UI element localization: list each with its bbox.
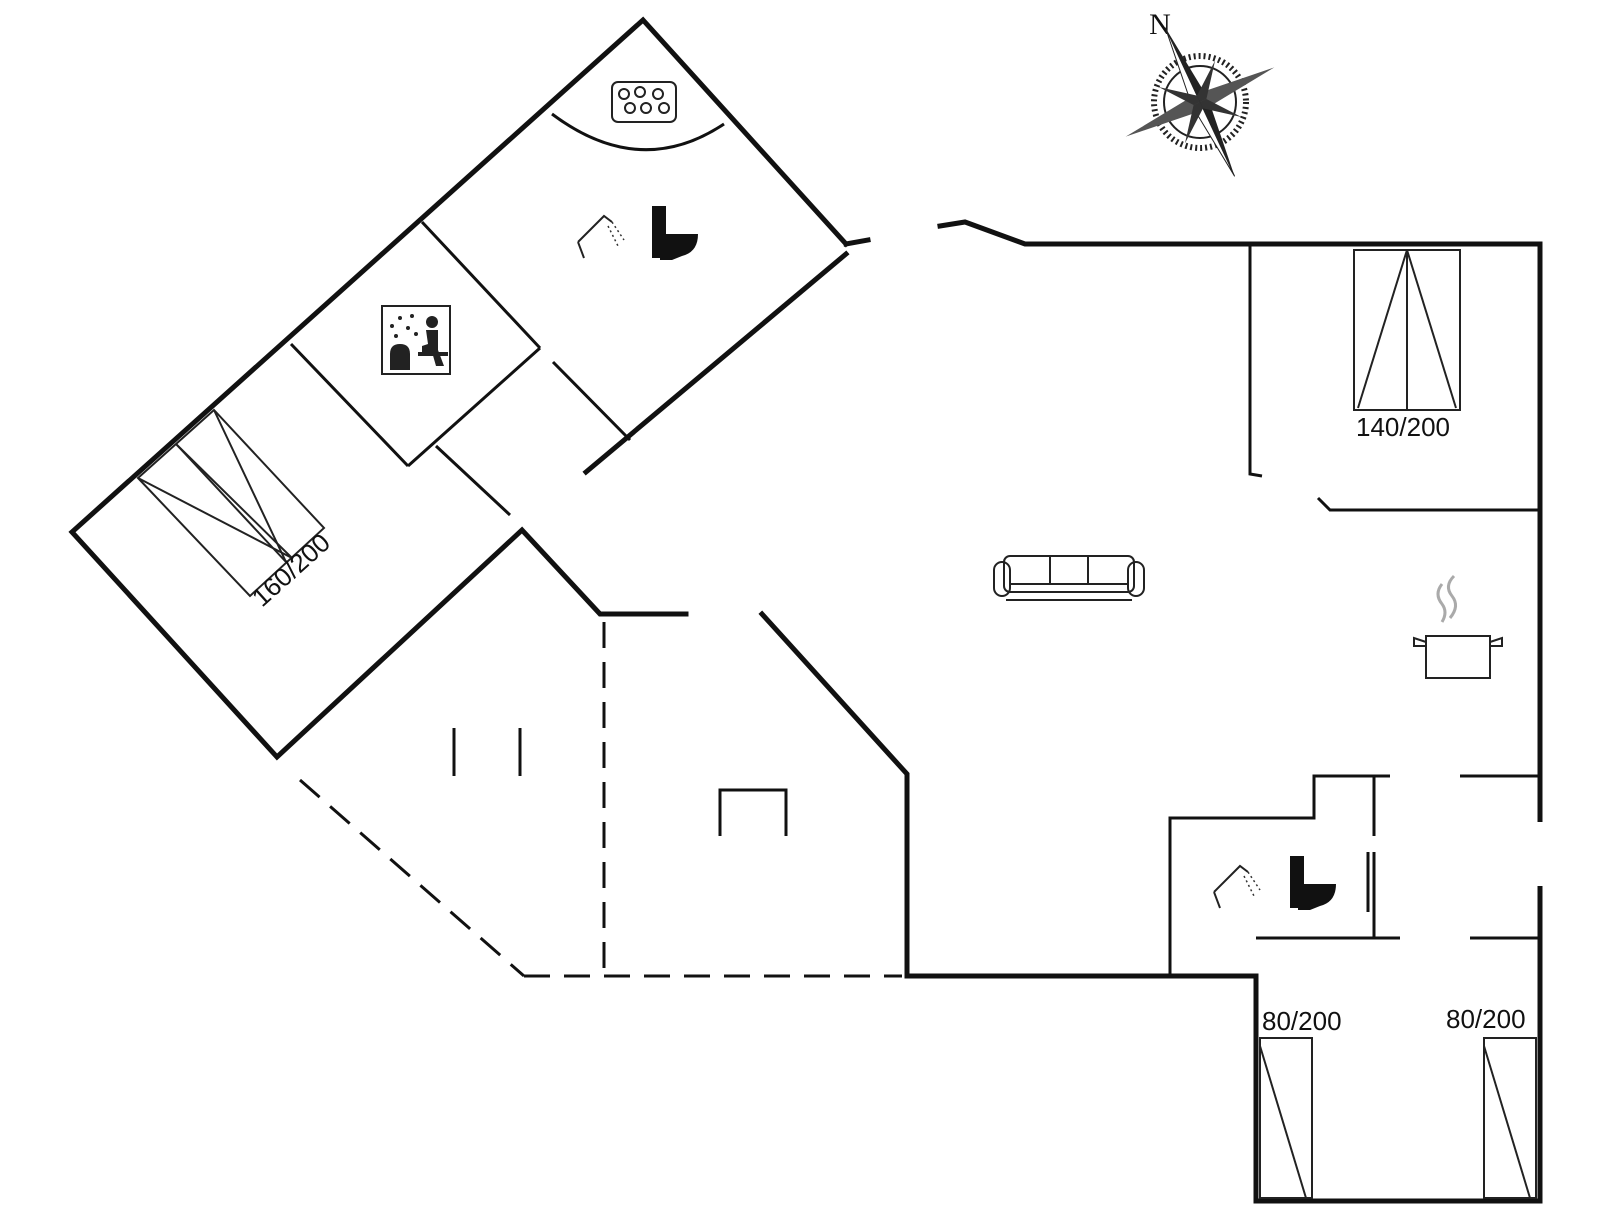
- shower-icon: [1213, 864, 1261, 909]
- terrace-outline: [299, 622, 902, 978]
- sauna-icon: [381, 305, 451, 375]
- top-wall: [758, 219, 1543, 1204]
- bed-140-200: 140/200: [1353, 249, 1461, 442]
- spa-arc: [551, 112, 725, 152]
- divider-sauna-bath: [420, 220, 542, 350]
- bed-label-140-200: 140/200: [1356, 412, 1450, 442]
- divider-hall: [434, 444, 512, 517]
- divider-sauna-hall: [407, 346, 541, 468]
- top-wall-left: [843, 237, 871, 247]
- cooking-pot-icon: [1413, 574, 1503, 679]
- bed-80-200-right: 80/200: [1446, 1004, 1537, 1199]
- sofa-icon: [993, 555, 1145, 601]
- toilet-icon: [1290, 856, 1336, 910]
- hot-tub-icon: [611, 81, 677, 123]
- bed-label-80-200-right: 80/200: [1446, 1004, 1526, 1034]
- divider-sauna-bath-2: [551, 360, 632, 442]
- bed-label-80-200-left: 80/200: [1262, 1006, 1342, 1036]
- diagonal-wing: [68, 16, 850, 761]
- compass-rose-icon: N: [1125, 8, 1275, 177]
- bed-80-200-left: 80/200: [1259, 1006, 1342, 1199]
- bed-160-200: 160/200: [136, 408, 336, 612]
- wing-outer-wall: [68, 16, 850, 761]
- toilet-icon: [652, 206, 698, 260]
- main-walls: [758, 219, 1543, 1204]
- wing-inner-wall: [582, 250, 850, 476]
- shower-icon: [577, 214, 625, 259]
- divider-bed-sauna: [289, 342, 410, 468]
- bedroom-2-walls: [1248, 244, 1540, 512]
- bathroom-2-walls: [1168, 774, 1540, 976]
- compass-north-label: N: [1149, 8, 1171, 41]
